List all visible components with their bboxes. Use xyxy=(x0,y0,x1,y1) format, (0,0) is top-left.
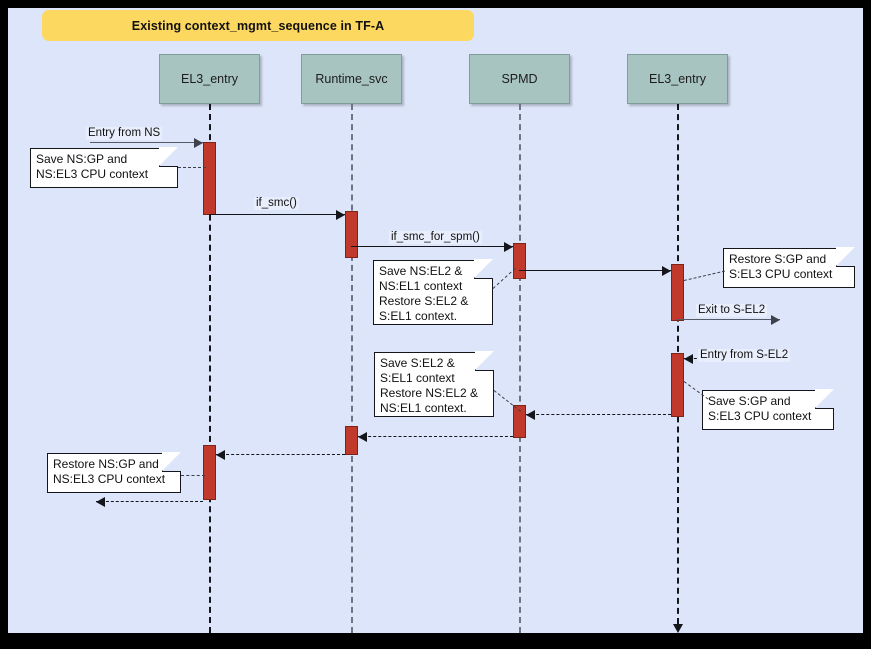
message-label-2: if_smc() xyxy=(254,197,299,210)
message-label-1: Entry from NS xyxy=(86,127,163,140)
lifeline-terminator-arrow xyxy=(673,624,683,633)
note-folded-corner-icon xyxy=(159,147,178,167)
message-line-2 xyxy=(209,214,345,215)
note-4[interactable]: Save S:EL2 & S:EL1 context Restore NS:EL… xyxy=(374,351,494,417)
activation-bar-6[interactable] xyxy=(513,405,526,438)
message-label-6: Entry from S-EL2 xyxy=(698,349,791,362)
note-folded-corner-icon xyxy=(474,259,493,279)
note-text: Save NS:GP and NS:EL3 CPU context xyxy=(36,152,149,181)
lifeline-label: Runtime_svc xyxy=(315,72,388,86)
note-3[interactable]: Restore S:GP and S:EL3 CPU context xyxy=(723,247,855,288)
note-2[interactable]: Save NS:EL2 & NS:EL1 context Restore S:E… xyxy=(373,259,493,325)
message-arrowhead-3 xyxy=(504,242,513,252)
note-5[interactable]: Save S:GP and S:EL3 CPU context xyxy=(702,389,834,430)
note-folded-corner-icon xyxy=(162,452,181,472)
activation-bar-7[interactable] xyxy=(345,426,358,455)
message-line-1 xyxy=(90,142,203,143)
note-folded-corner-icon xyxy=(815,389,834,409)
lifeline-head-spmd-3[interactable]: SPMD xyxy=(469,54,570,104)
message-arrowhead-6 xyxy=(684,354,693,364)
activation-bar-8[interactable] xyxy=(203,445,216,500)
lifeline-label: EL3_entry xyxy=(181,72,238,86)
message-arrowhead-1 xyxy=(194,138,203,148)
message-line-3 xyxy=(351,246,513,247)
note-1[interactable]: Save NS:GP and NS:EL3 CPU context xyxy=(30,147,178,188)
note-text: Save S:EL2 & S:EL1 context Restore NS:EL… xyxy=(380,356,479,415)
activation-bar-2[interactable] xyxy=(345,211,358,258)
lifeline-line-3 xyxy=(519,104,521,633)
activation-bar-4[interactable] xyxy=(671,264,684,321)
message-arrowhead-8 xyxy=(358,432,367,442)
message-label-3: if_smc_for_spm() xyxy=(389,231,482,244)
note-text: Save S:GP and S:EL3 CPU context xyxy=(708,394,812,423)
note-leader-line-1 xyxy=(178,167,206,168)
diagram-canvas: Existing context_mgmt_sequence in TF-A E… xyxy=(8,8,863,633)
message-line-4 xyxy=(519,270,671,271)
note-6[interactable]: Restore NS:GP and NS:EL3 CPU context xyxy=(47,452,181,493)
note-text: Restore NS:GP and NS:EL3 CPU context xyxy=(53,457,166,486)
message-arrowhead-9 xyxy=(216,450,225,460)
activation-bar-5[interactable] xyxy=(671,353,684,417)
lifeline-line-1 xyxy=(209,104,211,633)
note-leader-line-3 xyxy=(683,270,726,281)
note-leader-line-4 xyxy=(493,390,522,412)
message-label-5: Exit to S-EL2 xyxy=(696,304,768,317)
note-leader-line-6 xyxy=(181,475,205,476)
note-text: Save NS:EL2 & NS:EL1 context Restore S:E… xyxy=(379,264,469,323)
activation-bar-3[interactable] xyxy=(513,243,526,279)
message-line-7 xyxy=(526,414,671,415)
lifeline-head-el3_entry-1[interactable]: EL3_entry xyxy=(159,54,260,104)
activation-bar-1[interactable] xyxy=(203,142,216,215)
note-folded-corner-icon xyxy=(836,247,855,267)
message-arrowhead-7 xyxy=(526,410,535,420)
lifeline-line-2 xyxy=(351,104,353,633)
diagram-title: Existing context_mgmt_sequence in TF-A xyxy=(131,18,385,33)
lifeline-label: SPMD xyxy=(501,72,538,86)
message-arrowhead-10 xyxy=(96,497,105,507)
message-line-10 xyxy=(96,501,203,502)
message-arrowhead-4 xyxy=(662,266,671,276)
lifeline-label: EL3_entry xyxy=(649,72,706,86)
note-text: Restore S:GP and S:EL3 CPU context xyxy=(729,252,833,281)
lifeline-head-el3_entry-4[interactable]: EL3_entry xyxy=(627,54,728,104)
message-arrowhead-2 xyxy=(336,210,345,220)
lifeline-head-runtime_svc-2[interactable]: Runtime_svc xyxy=(301,54,402,104)
message-arrowhead-5 xyxy=(771,315,780,325)
diagram-title-banner: Existing context_mgmt_sequence in TF-A xyxy=(42,10,474,41)
message-line-9 xyxy=(216,454,345,455)
message-line-5 xyxy=(677,319,780,320)
message-line-8 xyxy=(358,436,513,437)
note-folded-corner-icon xyxy=(475,351,494,371)
